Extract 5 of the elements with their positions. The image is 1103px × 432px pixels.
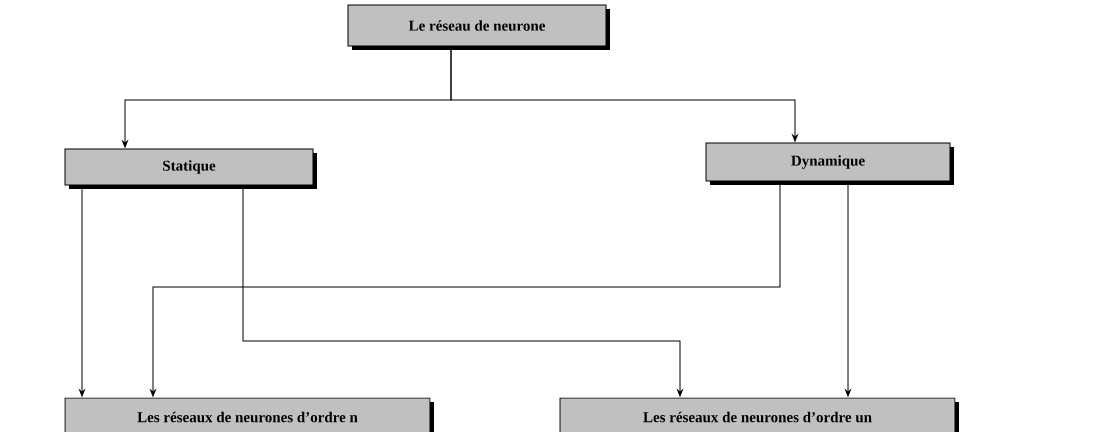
process-box: Statique (64, 148, 317, 189)
process-box: Le réseau de neurone (347, 4, 610, 50)
process-box: Les réseaux de neurones d’ordre n (64, 397, 434, 432)
process-box: Dynamique (705, 142, 954, 185)
process-box: Les réseaux de neurones d’ordre un (559, 397, 959, 432)
